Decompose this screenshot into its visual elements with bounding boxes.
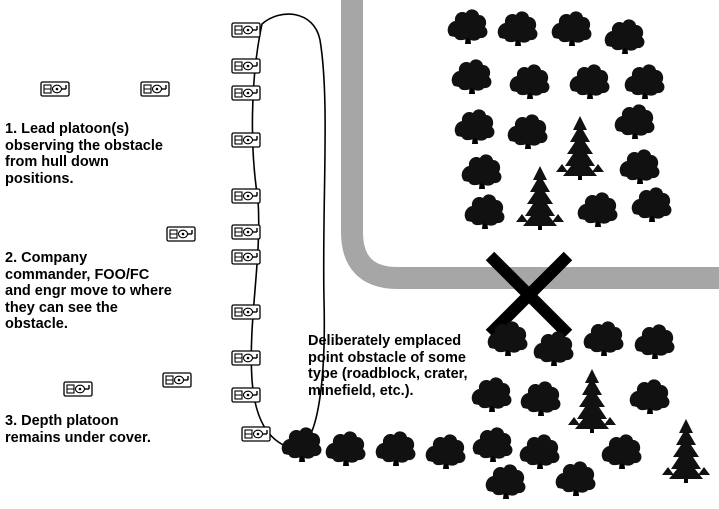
tree-icon [446, 8, 489, 45]
tree-icon [463, 193, 506, 230]
conifer-icon [516, 166, 564, 230]
note-depth-platoon: 3. Depth platoon remains under cover. [5, 413, 151, 446]
tank-icon [63, 381, 93, 397]
tree-icon [508, 63, 551, 100]
tree-icon [600, 433, 643, 470]
tree-icon [460, 153, 503, 190]
tank-icon [231, 22, 261, 38]
tank-icon [140, 81, 170, 97]
tree-icon [554, 460, 597, 497]
tree-icon [613, 103, 656, 140]
tree-icon [506, 113, 549, 150]
conifer-icon [568, 369, 616, 433]
tree-icon [484, 463, 527, 500]
tank-icon [231, 387, 261, 403]
tree-icon [623, 63, 666, 100]
tank-icon [231, 132, 261, 148]
note-lead-platoons: 1. Lead platoon(s) observing the obstacl… [5, 121, 163, 187]
obstacle-label: Deliberately emplaced point obstacle of … [308, 333, 468, 399]
tree-icon [280, 426, 323, 463]
tank-icon [231, 249, 261, 265]
tank-icon [231, 350, 261, 366]
tank-icon [231, 188, 261, 204]
tree-icon [450, 58, 493, 95]
tree-icon [630, 186, 673, 223]
tree-icon [532, 330, 575, 367]
tank-icon [231, 224, 261, 240]
tree-icon [628, 378, 671, 415]
tree-icon [576, 191, 619, 228]
tank-icon [231, 304, 261, 320]
tank-icon [40, 81, 70, 97]
tree-icon [550, 10, 593, 47]
tank-icon [162, 372, 192, 388]
tank-icon [231, 85, 261, 101]
road [341, 0, 719, 289]
tree-icon [471, 426, 514, 463]
conifer-icon [556, 116, 604, 180]
tank-icon [241, 426, 271, 442]
tank-icon [166, 226, 196, 242]
tree-icon [518, 433, 561, 470]
tank-icon [231, 58, 261, 74]
tree-icon [618, 148, 661, 185]
conifer-icon [662, 419, 710, 483]
tree-icon [424, 433, 467, 470]
x-mark-icon [485, 251, 573, 339]
tree-icon [496, 10, 539, 47]
tree-icon [582, 320, 625, 357]
note-company-commander: 2. Company commander, FOO/FC and engr mo… [5, 250, 172, 332]
tree-icon [324, 430, 367, 467]
tree-icon [633, 323, 676, 360]
tree-icon [453, 108, 496, 145]
tree-icon [568, 63, 611, 100]
tree-icon [603, 18, 646, 55]
tree-icon [374, 430, 417, 467]
